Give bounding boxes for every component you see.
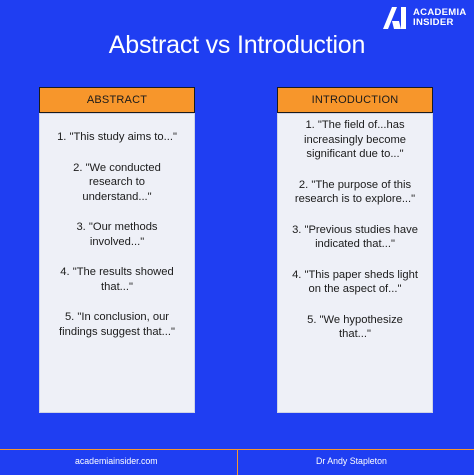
introduction-card: 1. "The field of...has increasingly beco… (277, 113, 433, 413)
brand-logo: ACADEMIA INSIDER (383, 7, 467, 29)
academia-insider-logo-icon (383, 7, 407, 29)
introduction-list: 1. "The field of...has increasingly beco… (292, 118, 418, 342)
list-item: 4. "The results showed that..." (60, 266, 174, 293)
list-item: 1. "This study aims to..." (57, 131, 177, 143)
brand-line-2: INSIDER (413, 17, 454, 28)
introduction-column: INTRODUCTION 1. "The field of...has incr… (277, 87, 433, 413)
brand-name: ACADEMIA INSIDER (413, 8, 467, 28)
list-item: 4. "This paper sheds light on the aspect… (292, 268, 418, 296)
abstract-list: 1. "This study aims to..." 2. "We conduc… (54, 130, 180, 339)
list-item: 3. "Previous studies have indicated that… (292, 223, 418, 251)
author-name: Dr Andy Stapleton (316, 456, 387, 466)
list-item: 1. "The field of...has increasingly beco… (304, 119, 406, 160)
list-item: 5. "In conclusion, our findings suggest … (59, 311, 175, 338)
introduction-header: INTRODUCTION (277, 87, 433, 113)
list-item: 2. "The purpose of this research is to e… (294, 178, 416, 206)
website-link[interactable]: academiainsider.com (75, 456, 158, 466)
footer: academiainsider.com Dr Andy Stapleton (0, 449, 474, 475)
abstract-header: ABSTRACT (39, 87, 195, 113)
page-title: Abstract vs Introduction (108, 31, 366, 59)
list-item: 2. "We conducted research to understand.… (73, 161, 161, 203)
brand-line-1: ACADEMIA (413, 7, 467, 18)
footer-divider (237, 450, 238, 475)
list-item: 3. "Our methods involved..." (76, 221, 158, 248)
abstract-column: ABSTRACT 1. "This study aims to..." 2. "… (39, 87, 195, 413)
list-item: 5. "We hypothesize that..." (307, 313, 403, 341)
abstract-card: 1. "This study aims to..." 2. "We conduc… (39, 113, 195, 413)
